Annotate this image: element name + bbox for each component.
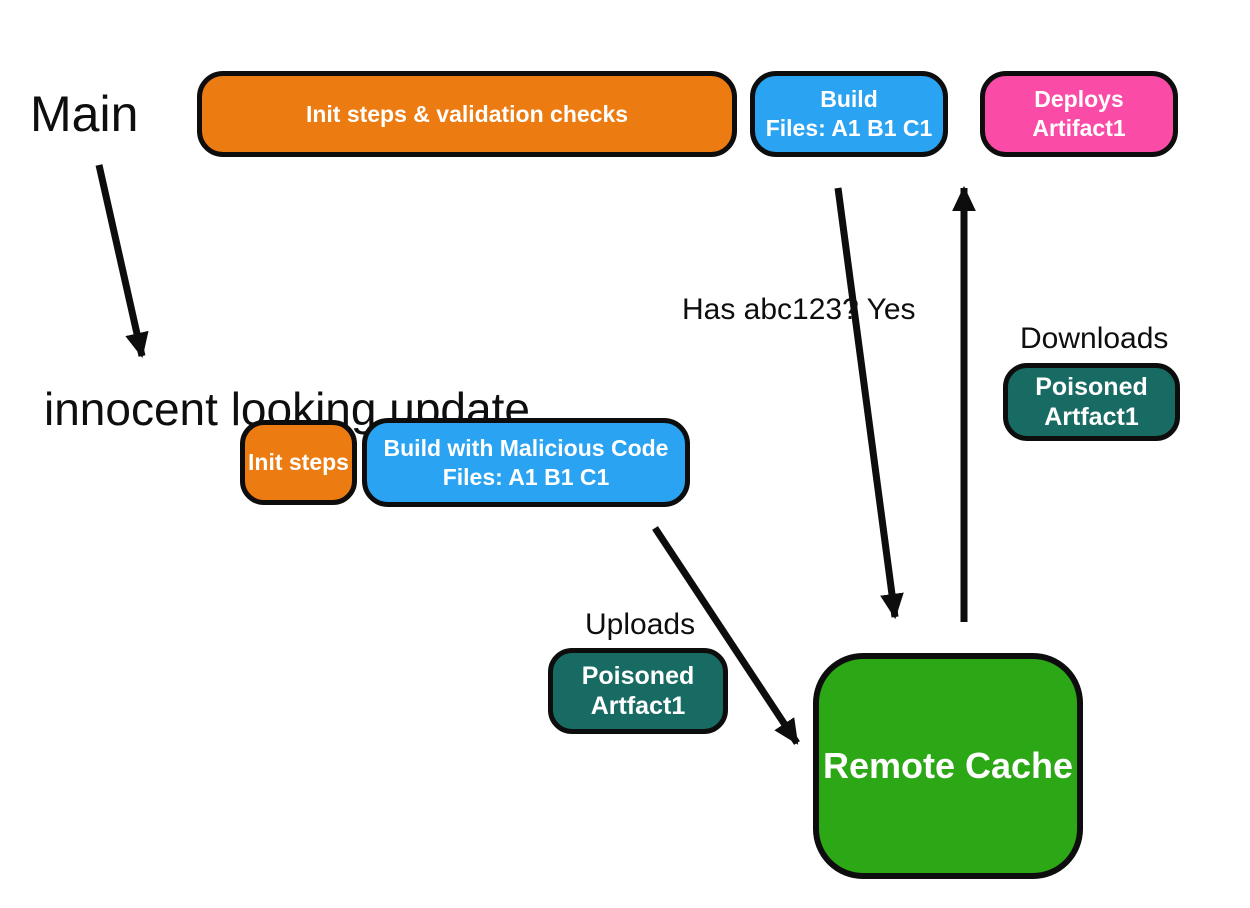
main-branch-label: Main	[30, 86, 139, 142]
node-poisoned-artifact-upload-line2: Artfact1	[590, 692, 686, 720]
arrow-main-to-update	[95, 164, 149, 359]
node-init-validation-checks-label: Init steps & validation checks	[305, 100, 629, 127]
node-deploys-artifact1: Deploys Artifact1	[980, 71, 1178, 157]
arrow-build-to-remote-cache	[834, 187, 904, 620]
node-remote-cache: Remote Cache	[813, 653, 1083, 879]
node-build-with-malicious-code-line2: Files: A1 B1 C1	[442, 463, 610, 490]
node-poisoned-artifact-download-line2: Artfact1	[1044, 403, 1139, 431]
innocent-update-line1: innocent	[44, 383, 218, 435]
node-deploys-artifact1-line1: Deploys	[1034, 86, 1124, 112]
node-poisoned-artifact-upload-line1: Poisoned	[581, 662, 695, 690]
node-build-main-line1: Build	[820, 86, 878, 112]
node-init-steps: Init steps	[240, 420, 357, 505]
node-build-main-line2: Files: A1 B1 C1	[765, 115, 933, 141]
node-poisoned-artifact-download: Poisoned Artfact1	[1003, 363, 1180, 441]
node-poisoned-artifact-download-line1: Poisoned	[1035, 373, 1148, 401]
has-hash-answer: Yes	[866, 293, 916, 326]
uploads-label: Uploads	[585, 608, 696, 641]
node-init-steps-label: Init steps	[248, 449, 349, 475]
node-init-validation-checks: Init steps & validation checks	[197, 71, 737, 157]
has-hash-label: Has abc123? Yes	[682, 292, 916, 328]
node-deploys-artifact1-line2: Artifact1	[1032, 115, 1126, 141]
downloads-label: Downloads	[1020, 322, 1169, 355]
node-build-with-malicious-code-line1: Build with Malicious Code	[383, 434, 669, 461]
node-build-with-malicious-code: Build with Malicious Code Files: A1 B1 C…	[362, 418, 690, 507]
node-build-main: Build Files: A1 B1 C1	[750, 71, 948, 157]
arrow-malicious-build-to-remote-cache	[652, 526, 800, 745]
node-poisoned-artifact-upload: Poisoned Artfact1	[548, 648, 728, 734]
has-hash-question: Has abc123?	[682, 293, 859, 326]
node-remote-cache-label: Remote Cache	[822, 745, 1074, 786]
